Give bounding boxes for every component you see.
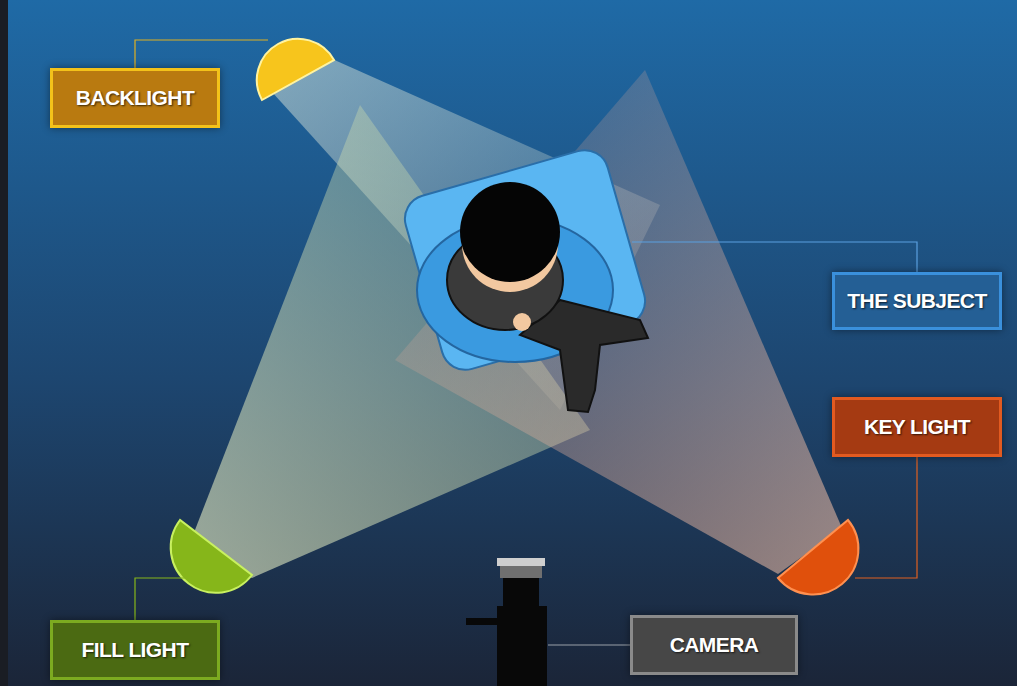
camera-lens <box>497 558 545 566</box>
light-label: FILL LIGHT <box>50 620 220 680</box>
key-light-beam <box>395 70 842 574</box>
subject-leader <box>632 242 917 272</box>
subject-hat <box>460 182 560 282</box>
camera-lens-ring <box>500 566 542 578</box>
key-light-leader <box>855 457 917 578</box>
subject-figure <box>399 145 650 412</box>
backlight-lamp <box>257 39 334 100</box>
fill-light-leader <box>135 578 185 620</box>
backlight-leader <box>135 40 268 68</box>
light-label: KEY LIGHT <box>832 397 1002 457</box>
label-text: BACKLIGHT <box>76 86 194 110</box>
leader-lines <box>135 40 917 645</box>
label-text: FILL LIGHT <box>82 638 189 662</box>
camera-label: CAMERA <box>630 615 798 675</box>
camera-leader <box>548 644 630 645</box>
subject-hand <box>513 313 531 331</box>
camera-front <box>503 578 539 608</box>
key-light-lamp <box>778 520 858 594</box>
edge-strip <box>0 0 8 686</box>
fill-light-lamp <box>171 520 252 593</box>
camera-body <box>497 606 547 686</box>
label-text: KEY LIGHT <box>864 415 970 439</box>
label-text: THE SUBJECT <box>847 289 986 313</box>
light-label: BACKLIGHT <box>50 68 220 128</box>
camera-handle <box>466 618 500 625</box>
camera-symbol <box>466 558 547 686</box>
subject-label: THE SUBJECT <box>832 272 1002 330</box>
label-text: CAMERA <box>670 633 759 657</box>
